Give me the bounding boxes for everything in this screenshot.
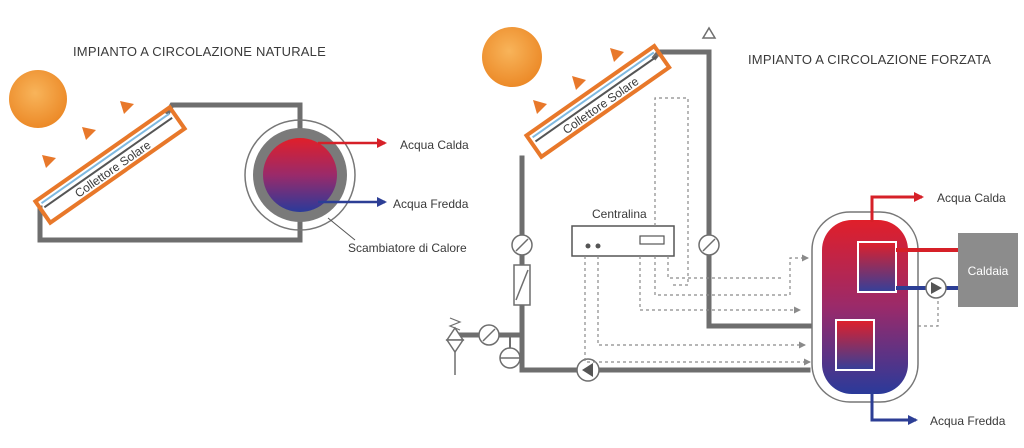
safety-valve-icon — [445, 317, 465, 375]
sun-icon — [482, 27, 542, 87]
natural-system: IMPIANTO A CIRCOLAZIONE NATURALE Collett… — [9, 44, 469, 255]
boiler-unit: Caldaia — [958, 233, 1018, 307]
storage-tank — [811, 211, 919, 403]
pressure-gauge-icon — [478, 324, 500, 346]
control-wiring — [584, 97, 939, 366]
natural-cold-label: Acqua Fredda — [393, 197, 469, 211]
sun-ray-icon — [533, 100, 547, 114]
natural-title: IMPIANTO A CIRCOLAZIONE NATURALE — [73, 44, 326, 59]
expansion-vessel-icon — [499, 335, 521, 369]
thermometer-icon — [698, 234, 720, 256]
boiler-label: Caldaia — [968, 264, 1009, 278]
exchanger-leader — [327, 217, 356, 241]
sun-ray-icon — [42, 155, 56, 168]
forced-title: IMPIANTO A CIRCOLAZIONE FORZATA — [748, 52, 991, 67]
pump-icon — [576, 358, 600, 382]
natural-tank — [244, 119, 356, 231]
forced-cold-arrow — [870, 392, 918, 425]
controller-label: Centralina — [592, 207, 647, 221]
upper-coil — [857, 241, 897, 293]
boiler-pump-icon — [925, 277, 947, 299]
controller-unit: Centralina — [571, 207, 675, 257]
sun-rays — [42, 101, 134, 168]
sun-ray-icon — [82, 127, 96, 140]
forced-cold-label: Acqua Fredda — [930, 414, 1006, 428]
sun-rays — [533, 48, 624, 114]
sun-ray-icon — [572, 76, 586, 90]
forced-return-pipe — [519, 155, 811, 373]
forced-system: IMPIANTO A CIRCOLAZIONE FORZATA Colletto… — [445, 26, 1018, 428]
forced-hot-label: Acqua Calda — [937, 191, 1006, 205]
controller-display — [639, 235, 665, 245]
exchanger-label: Scambiatore di Calore — [348, 241, 467, 255]
sun-icon — [9, 70, 67, 128]
air-vent-icon — [701, 26, 717, 39]
led-icon — [595, 243, 601, 249]
thermometer-icon — [511, 234, 533, 256]
led-icon — [585, 243, 591, 249]
flow-meter-icon — [513, 264, 531, 306]
forced-solar-collector: Collettore Solare — [523, 43, 672, 160]
forced-hot-arrow — [870, 192, 924, 222]
lower-coil — [835, 319, 875, 371]
sun-ray-icon — [610, 48, 624, 62]
sun-ray-icon — [120, 101, 134, 114]
solar-collector: Collettore Solare — [32, 104, 188, 226]
natural-hot-label: Acqua Calda — [400, 138, 469, 152]
